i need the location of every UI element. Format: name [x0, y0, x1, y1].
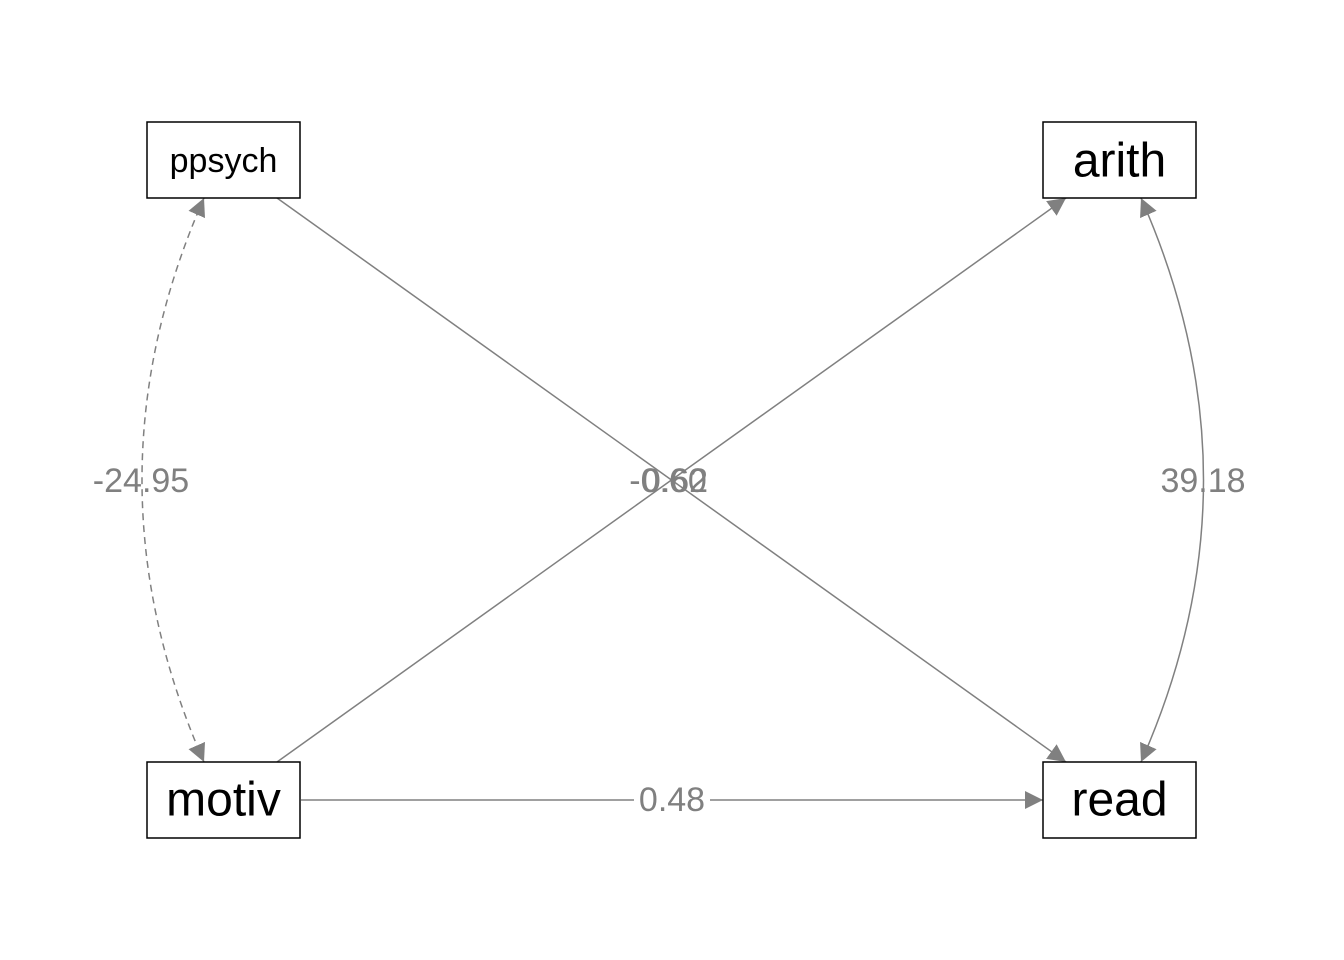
edge-label-ppsych-read-text: -0.60	[629, 462, 707, 500]
edge-label-ppsych-read: -0.60	[629, 462, 707, 500]
node-read-label: read	[1071, 774, 1167, 827]
node-ppsych-label: ppsych	[170, 142, 278, 180]
edge-label-motiv-read-bg	[634, 783, 710, 817]
edge-ppsych-motiv-covariance	[141, 197, 206, 763]
edge-label-arith-read: 39.18	[1160, 462, 1245, 500]
node-ppsych-box	[146, 121, 301, 199]
node-arith-label: arith	[1073, 135, 1166, 188]
edge-label-motiv-read: 0.48	[634, 781, 710, 819]
node-motiv-box	[146, 761, 301, 839]
node-ppsych: ppsych	[146, 121, 301, 199]
node-motiv-label: motiv	[166, 774, 281, 827]
node-arith: arith	[1042, 121, 1197, 199]
edge-label-arith-read-text: 39.18	[1160, 462, 1245, 500]
node-read-box	[1042, 761, 1197, 839]
node-read: read	[1042, 761, 1197, 839]
edge-label-motiv-read-text: 0.48	[639, 781, 705, 819]
node-motiv: motiv	[146, 761, 301, 839]
edge-motiv-arith	[276, 197, 1067, 763]
edge-arith-read-covariance	[1140, 197, 1205, 763]
edge-label-motiv-arith: 0.62	[642, 462, 708, 500]
edge-label-ppsych-motiv-text: -24.95	[93, 462, 189, 500]
edge-label-motiv-arith-text: 0.62	[642, 462, 708, 500]
edge-label-ppsych-motiv: -24.95	[93, 462, 189, 500]
node-arith-box	[1042, 121, 1197, 199]
